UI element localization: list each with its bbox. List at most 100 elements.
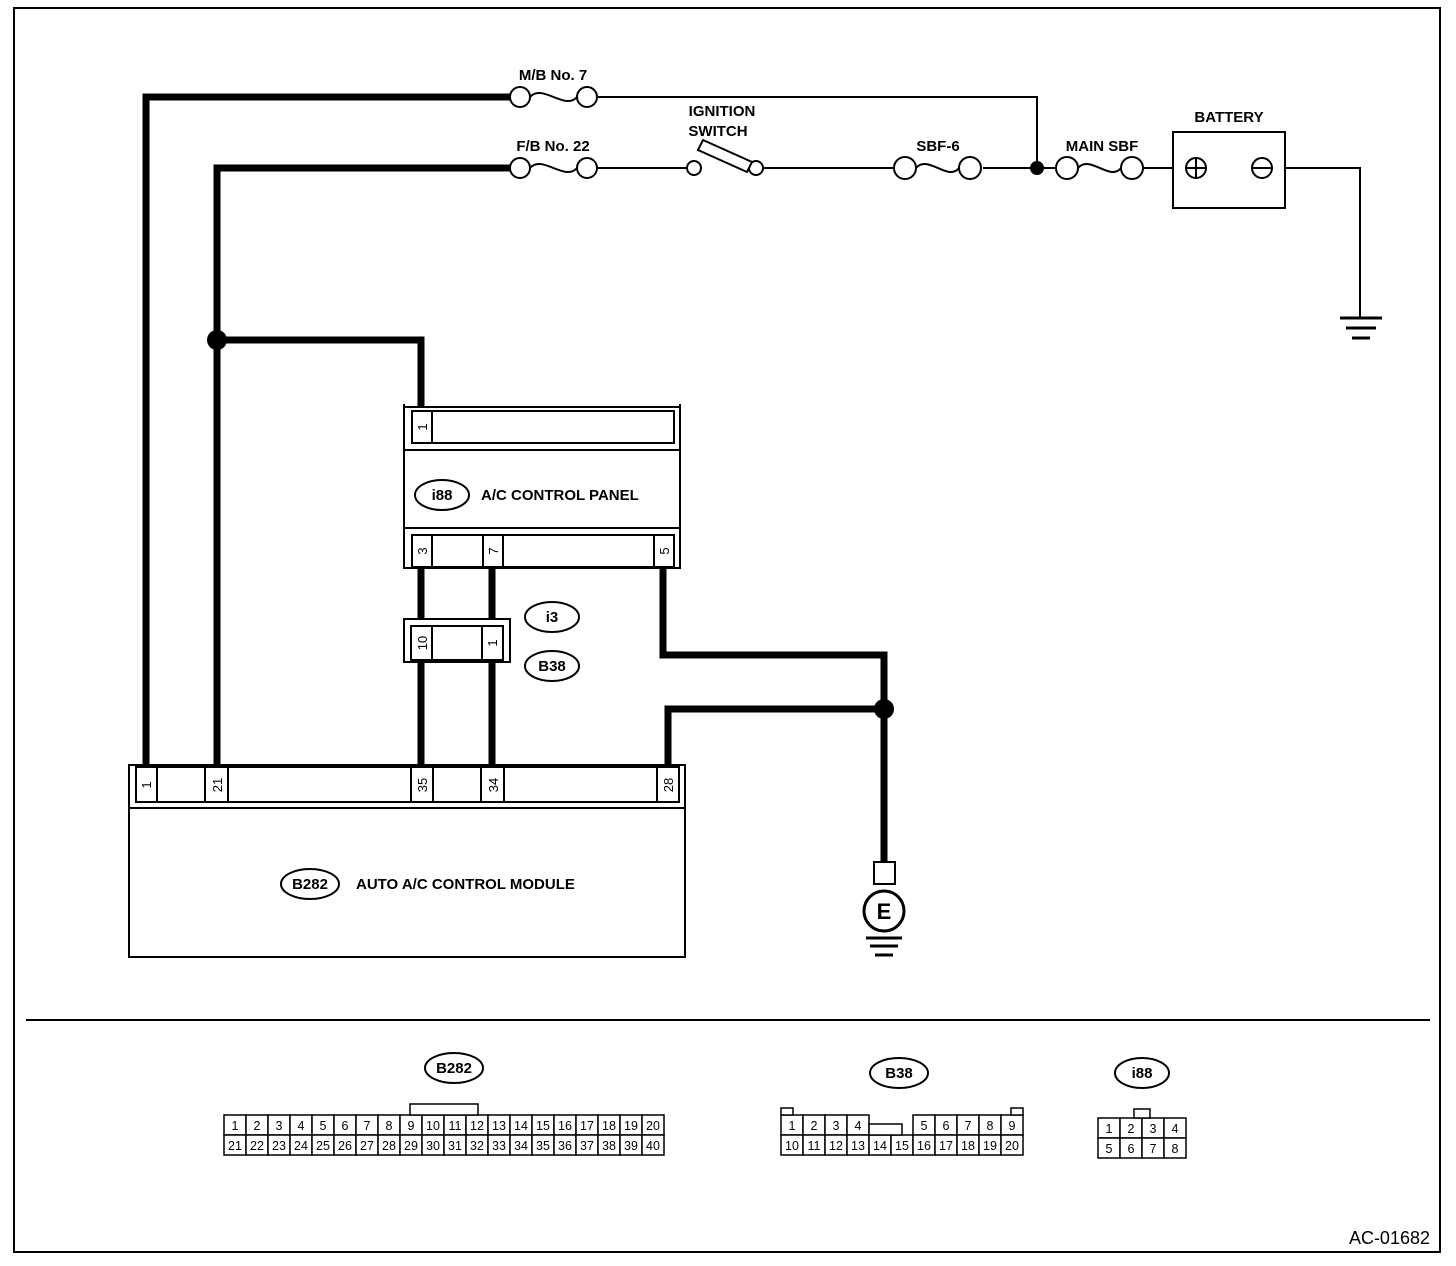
cv-b282-id: B282 (436, 1060, 472, 1077)
connector-cell-label: 16 (917, 1139, 931, 1153)
wire-mb7 (142, 93, 510, 765)
connector-cell-label: 5 (320, 1119, 327, 1133)
connector-cell-label: 8 (1172, 1142, 1179, 1156)
connector-latch (409, 1103, 479, 1116)
connector-cell-label: 19 (983, 1139, 997, 1153)
battery-minus-icon (1251, 157, 1273, 179)
connector-cell-label: 7 (965, 1119, 972, 1133)
connector-cell-label: 21 (228, 1139, 242, 1153)
fuse-sbf6 (893, 156, 982, 180)
module-label: AUTO A/C CONTROL MODULE (356, 876, 575, 893)
connector-cell-label: 3 (833, 1119, 840, 1133)
connector-id-badge (1114, 1057, 1170, 1089)
connector-cell-label: 11 (449, 1119, 462, 1133)
connector-cell-label: 33 (492, 1139, 506, 1153)
connector-cell-label: 9 (1009, 1119, 1016, 1133)
fuse-main-sbf-label: MAIN SBF (1066, 138, 1139, 155)
connector-cell-label: 4 (855, 1119, 862, 1133)
connector-cell-label: 12 (470, 1119, 484, 1133)
auto-ac-control-module (128, 764, 686, 958)
joint-bottom-id: B38 (538, 658, 566, 675)
battery (1172, 131, 1286, 209)
connector-cell-label: 32 (470, 1139, 484, 1153)
battery-plus-icon (1185, 157, 1207, 179)
connector-cell-label: 17 (939, 1139, 953, 1153)
connector-cell-label: 29 (404, 1139, 418, 1153)
ac-control-panel (403, 404, 681, 569)
connector-cell-label: 9 (408, 1119, 415, 1133)
battery-label: BATTERY (1194, 109, 1263, 126)
connector-latch (1133, 1108, 1151, 1119)
connector-cell-label: 37 (580, 1139, 594, 1153)
fuse-mb7-label: M/B No. 7 (519, 67, 587, 84)
connector-cell-label: 14 (514, 1119, 528, 1133)
connector-cell-label: 18 (602, 1119, 616, 1133)
connector-cell-label: 10 (426, 1119, 440, 1133)
connector-cell-label: 30 (426, 1139, 440, 1153)
connector-cell-label: 18 (961, 1139, 975, 1153)
fuse-mb7 (509, 86, 598, 108)
connector-cell-label: 7 (1150, 1142, 1157, 1156)
connector-cell-label: 12 (829, 1139, 843, 1153)
connector-cell-label: 20 (1005, 1139, 1019, 1153)
module-pin-label: 35 (415, 778, 430, 792)
fuse-sbf6-label: SBF-6 (916, 138, 959, 155)
module-pin-label: 34 (486, 778, 501, 792)
panel-pin-label: 1 (415, 423, 430, 430)
panel-pin-label: 7 (486, 547, 501, 554)
joint-connector (403, 618, 511, 663)
chassis-ground-icon (1340, 316, 1382, 340)
ground-label: E (877, 899, 892, 924)
connector-cell (1000, 1134, 1024, 1156)
module-connector-id: B282 (292, 876, 328, 893)
connector-cell-label: 28 (382, 1139, 396, 1153)
connector-cell-label: 17 (580, 1119, 594, 1133)
outer-frame (13, 7, 1441, 1253)
connector-id-badge (524, 650, 580, 682)
module-pin-label: 28 (661, 778, 676, 792)
connector-cell-label: 10 (785, 1139, 799, 1153)
connector-cell-label: 6 (1128, 1142, 1135, 1156)
connector-cell-label: 11 (808, 1139, 821, 1153)
panel-label: A/C CONTROL PANEL (481, 487, 639, 504)
connector-cell-label: 16 (558, 1119, 572, 1133)
connector-latch (868, 1123, 903, 1136)
thin-wires (598, 96, 1361, 318)
panel-pin-label: 5 (657, 547, 672, 554)
cv-i88-id: i88 (1132, 1065, 1153, 1082)
ignition-switch-label-1: IGNITION (689, 103, 756, 120)
fuse-main-sbf (1055, 156, 1144, 180)
connector-cell-label: 3 (276, 1119, 283, 1133)
panel-pin-label: 3 (415, 547, 430, 554)
connector-cell-label: 8 (987, 1119, 994, 1133)
connector-cell (641, 1134, 665, 1156)
connector-cell-label: 23 (272, 1139, 286, 1153)
cv-b38-id: B38 (885, 1065, 913, 1082)
connector-id-badge (424, 1052, 484, 1084)
connector-cell-label: 20 (646, 1119, 660, 1133)
connector-cell-label: 6 (943, 1119, 950, 1133)
joint-top-id: i3 (546, 609, 559, 626)
connector-cell-label: 34 (514, 1139, 528, 1153)
connector-cell-label: 35 (536, 1139, 550, 1153)
connector-cell-label: 1 (1106, 1122, 1113, 1136)
connector-cell-label: 19 (624, 1119, 638, 1133)
wire-battery-ground (1285, 167, 1361, 318)
connector-cell-label: 39 (624, 1139, 638, 1153)
connector-cell-label: 1 (232, 1119, 239, 1133)
connector-cell-label: 26 (338, 1139, 352, 1153)
junction-dot (1030, 161, 1044, 175)
ground-point-e-icon (862, 861, 906, 957)
module-pin-label: 21 (210, 778, 225, 792)
ignition-switch-label-2: SWITCH (688, 123, 747, 140)
connector-cell-label: 1 (789, 1119, 796, 1133)
figure-id: AC-01682 (1349, 1228, 1430, 1248)
wire-fb22 (213, 164, 510, 765)
connector-id-badge (524, 601, 580, 633)
fuse-fb22-label: F/B No. 22 (516, 138, 589, 155)
fuse-fb22 (509, 157, 598, 179)
module-pin-label: 1 (139, 781, 154, 788)
